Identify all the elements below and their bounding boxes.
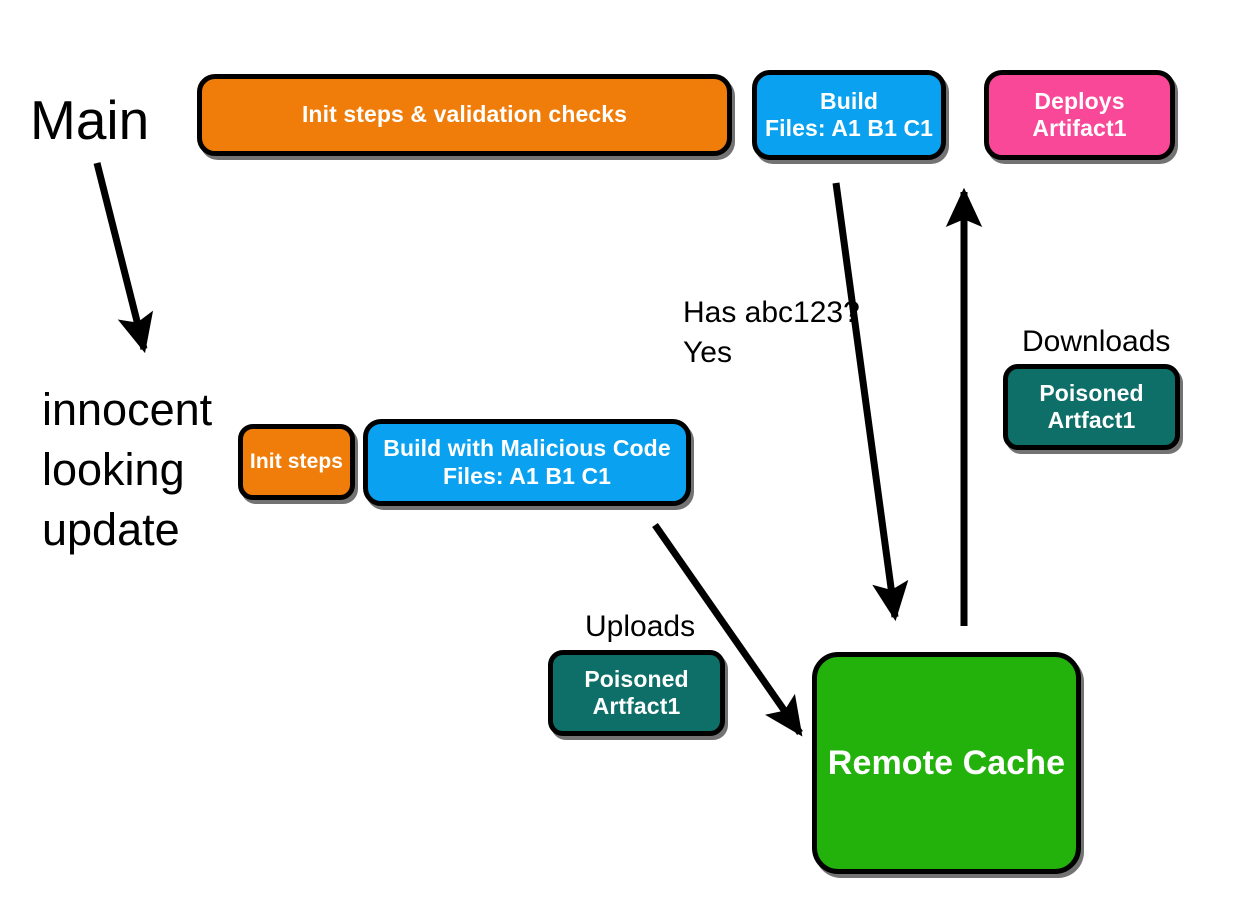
node-line: Build (820, 87, 878, 114)
node-build-with-malicious-code[interactable]: Build with Malicious Code Files: A1 B1 C… (363, 419, 691, 506)
branch-label-main: Main (30, 89, 150, 151)
node-deploys-artifact1[interactable]: Deploys Artifact1 (984, 70, 1175, 160)
node-build-main[interactable]: Build Files: A1 B1 C1 (752, 70, 946, 160)
node-line: Artfact1 (592, 693, 681, 719)
node-line: Files: A1 B1 C1 (764, 115, 934, 141)
node-poisoned-artifact-upload[interactable]: Poisoned Artfact1 (548, 650, 725, 736)
node-init-steps-and-validation-checks[interactable]: Init steps & validation checks (197, 74, 732, 156)
annotation-uploads: Uploads (585, 610, 696, 643)
node-line: Deploys (1034, 87, 1125, 114)
node-init-steps[interactable]: Init steps (238, 424, 355, 500)
node-line: Poisoned (1039, 379, 1144, 406)
annotation-downloads: Downloads (1022, 325, 1171, 358)
node-line: Build with Malicious Code (383, 435, 671, 462)
node-line: Artifact1 (1032, 115, 1127, 141)
node-line: Poisoned (584, 665, 689, 692)
node-line: Init steps (249, 449, 344, 473)
node-line: Files: A1 B1 C1 (442, 462, 612, 489)
node-line: Remote Cache (827, 743, 1066, 782)
node-remote-cache[interactable]: Remote Cache (812, 652, 1081, 874)
node-line: Artfact1 (1047, 407, 1136, 433)
arrow-build-to-remote-cache (832, 182, 909, 622)
node-poisoned-artifact-download[interactable]: Poisoned Artfact1 (1003, 364, 1180, 450)
node-line: Init steps & validation checks (301, 101, 628, 128)
annotation-has-abc123: Has abc123? Yes (683, 296, 860, 369)
branch-label-innocent-update: innocent looking update (42, 384, 213, 555)
arrow-main-to-innocent (93, 162, 154, 354)
